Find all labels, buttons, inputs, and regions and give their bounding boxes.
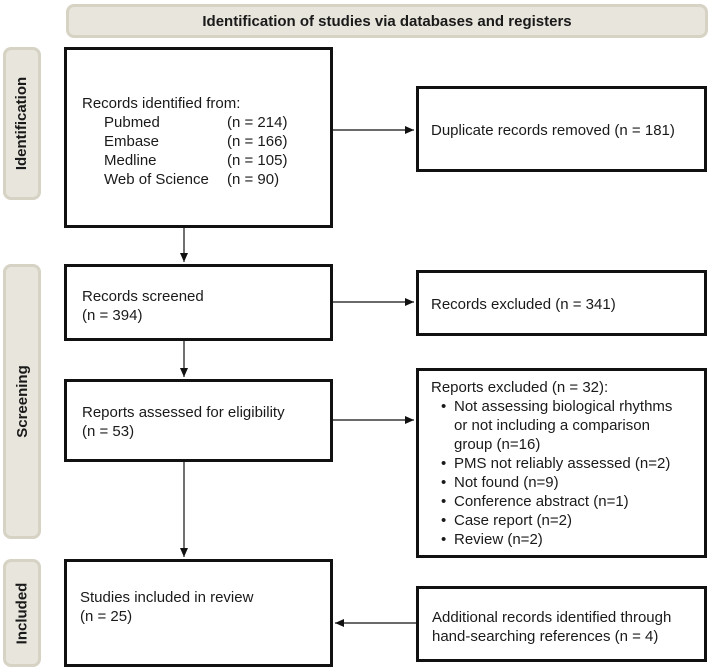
source-row: Web of Science (n = 90)	[82, 170, 330, 189]
source-count: (n = 166)	[227, 133, 288, 150]
records-screened-box: Records screened (n = 394)	[64, 264, 333, 341]
records-screened-line1: Records screened	[82, 288, 204, 305]
duplicates-removed-text: Duplicate records removed (n = 181)	[431, 122, 675, 139]
additional-records-line2: hand-searching references (n = 4)	[432, 628, 659, 645]
studies-included-line1: Studies included in review	[80, 589, 254, 606]
source-count: (n = 214)	[227, 114, 288, 131]
source-row: Embase (n = 166)	[82, 132, 330, 151]
records-identified-heading: Records identified from:	[82, 95, 241, 112]
exclusion-reason: Review (n=2)	[431, 530, 704, 549]
phase-screening: Screening	[3, 264, 41, 539]
source-count: (n = 90)	[227, 171, 280, 188]
reports-assessed-line1: Reports assessed for eligibility	[82, 404, 285, 421]
exclusion-reasons-list: Not assessing biological rhythms or not …	[431, 397, 704, 549]
duplicates-removed-box: Duplicate records removed (n = 181)	[416, 86, 707, 172]
exclusion-reason: Not found (n=9)	[431, 473, 704, 492]
additional-records-box: Additional records identified through ha…	[416, 586, 707, 662]
reports-assessed-line2: (n = 53)	[82, 423, 135, 440]
exclusion-reason: Not assessing biological rhythms or not …	[431, 397, 704, 454]
source-row: Medline (n = 105)	[82, 151, 330, 170]
reports-excluded-box: Reports excluded (n = 32): Not assessing…	[416, 368, 707, 558]
exclusion-reason: PMS not reliably assessed (n=2)	[431, 454, 704, 473]
source-name: Pubmed	[104, 114, 160, 131]
phase-included: Included	[3, 559, 41, 667]
header-title: Identification of studies via databases …	[202, 12, 572, 30]
source-row: Pubmed (n = 214)	[82, 113, 330, 132]
exclusion-reason: Conference abstract (n=1)	[431, 492, 704, 511]
studies-included-box: Studies included in review (n = 25)	[64, 559, 333, 667]
reports-excluded-heading: Reports excluded (n = 32):	[431, 379, 609, 396]
exclusion-reason-line: or not including a comparison	[454, 417, 650, 434]
source-name: Web of Science	[104, 171, 209, 188]
source-count: (n = 105)	[227, 152, 288, 169]
phase-identification: Identification	[3, 47, 41, 200]
header-banner: Identification of studies via databases …	[66, 4, 708, 38]
exclusion-reason-line: Not assessing biological rhythms	[454, 398, 673, 415]
exclusion-reason: Case report (n=2)	[431, 511, 704, 530]
studies-included-line2: (n = 25)	[80, 608, 133, 625]
source-name: Medline	[104, 152, 157, 169]
records-excluded-box: Records excluded (n = 341)	[416, 270, 707, 336]
records-identified-box: Records identified from: Pubmed (n = 214…	[64, 47, 333, 228]
additional-records-line1: Additional records identified through	[432, 609, 672, 626]
exclusion-reason-line: group (n=16)	[454, 436, 541, 453]
source-name: Embase	[104, 133, 160, 150]
records-excluded-text: Records excluded (n = 341)	[431, 296, 616, 313]
reports-assessed-box: Reports assessed for eligibility (n = 53…	[64, 379, 333, 462]
records-screened-line2: (n = 394)	[82, 307, 143, 324]
